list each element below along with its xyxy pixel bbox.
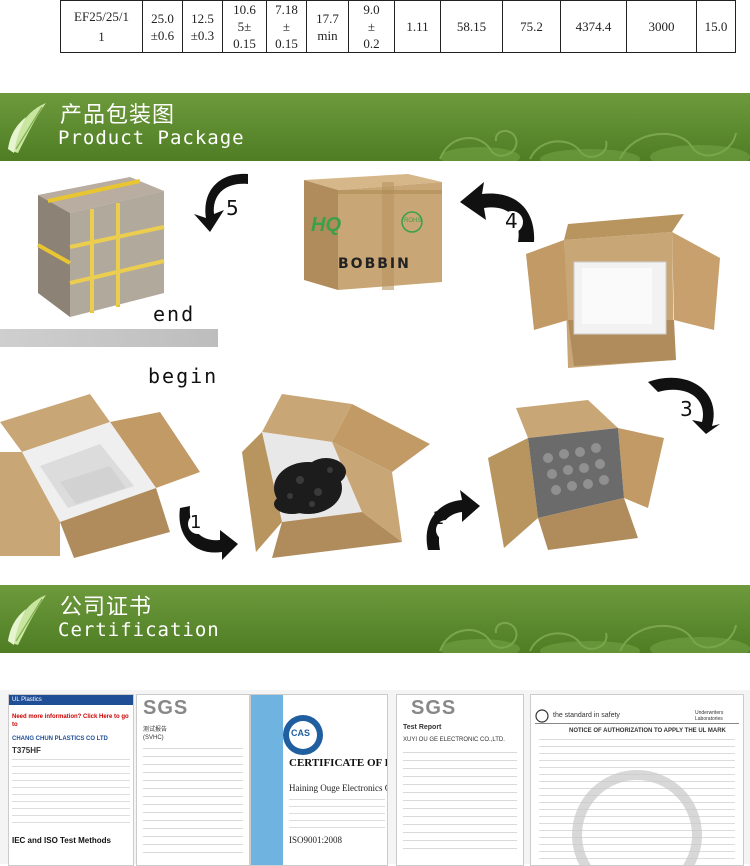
cert-title-cn: 公司证书 <box>60 595 153 620</box>
cert5-lab: Underwriters Laboratories <box>695 710 724 722</box>
spec-c1: 25.0 ±0.6 <box>142 0 183 53</box>
certificate-sgs-test-report[interactable]: SGS Test Report XUYI OU GE ELECTRONIC CO… <box>396 694 524 866</box>
cert4-brand: SGS <box>411 697 457 719</box>
cert3-body <box>289 799 385 829</box>
cert3-company: Haining Ouge Electronics C <box>289 783 388 793</box>
cert5-brand: the standard in safety <box>553 712 620 719</box>
decorative-swirl <box>439 622 750 653</box>
cert5-body <box>539 739 735 859</box>
certificate-sgs-svhc[interactable]: SGS 测试报告 (SVHC) <box>136 694 250 866</box>
end-divider-bar <box>0 329 218 347</box>
certificate-cas-iso[interactable]: CAS CERTIFICATE OF RE Haining Ouge Elect… <box>250 694 388 866</box>
bubble-wrap-box-photo <box>488 400 664 550</box>
spec-c5: 17.7 min <box>306 0 349 53</box>
ul-watermark-icon <box>572 770 702 865</box>
cert1-footer: IEC and ISO Test Methods <box>12 836 111 845</box>
cert1-product: T375HF <box>12 746 41 755</box>
spec-c2: 12.5 ±0.3 <box>182 0 223 53</box>
step-4-number: 4 <box>505 209 518 233</box>
box-brand-label: BOBBIN <box>338 256 411 272</box>
cert2-line2: (SVHC) <box>143 735 164 741</box>
box-logo: HQ <box>311 214 341 236</box>
spec-c12: 15.0 <box>696 0 736 53</box>
spec-c4: 7.18 ± 0.15 <box>266 0 307 53</box>
bobbin-box-photo <box>304 174 442 290</box>
spec-c9: 75.2 <box>502 0 561 53</box>
cert3-iso: ISO9001:2008 <box>289 835 343 845</box>
package-title-cn: 产品包装图 <box>60 103 176 128</box>
cas-badge-icon <box>283 715 323 755</box>
decorative-swirl <box>439 130 750 161</box>
cert5-rule <box>535 723 739 724</box>
spec-c11: 3000 <box>626 0 697 53</box>
cert5-title: NOTICE OF AUTHORIZATION TO APPLY THE UL … <box>569 728 726 734</box>
step-1-number: 1 <box>190 512 202 533</box>
bamboo-leaf-icon <box>8 103 46 153</box>
cert1-table <box>12 759 130 829</box>
spec-table-row: EF25/25/1 1 25.0 ±0.6 12.5 ±0.3 10.6 5± … <box>60 0 736 53</box>
arrow-step-2-icon <box>426 490 480 550</box>
label-end: end <box>153 302 196 326</box>
cert4-body <box>403 752 517 852</box>
box-with-parts-photo <box>242 394 430 558</box>
cert1-need: Need more information? Click Here to go … <box>12 714 129 728</box>
cas-badge-text: CAS <box>291 728 311 738</box>
box-rohs-label: ROHS <box>404 218 422 224</box>
ul-logo-icon <box>535 709 549 723</box>
spec-model: EF25/25/1 1 <box>60 0 143 53</box>
certificate-ul-plastics[interactable]: UL Plastics Need more information? Click… <box>8 694 134 866</box>
arrow-step-1-icon <box>179 506 238 560</box>
certificate-ul-mark[interactable]: the standard in safety Underwriters Labo… <box>530 694 744 866</box>
spec-c7: 1.11 <box>394 0 441 53</box>
label-begin: begin <box>148 364 219 388</box>
bamboo-leaf-icon <box>8 595 46 645</box>
arrow-step-5-icon <box>194 173 248 232</box>
certification-banner: 公司证书 Certification <box>0 585 750 653</box>
cert2-body <box>143 748 243 858</box>
cert4-title: Test Report <box>403 724 442 731</box>
spec-c8: 58.15 <box>440 0 503 53</box>
spec-c3: 10.6 5± 0.15 <box>222 0 267 53</box>
cert3-title: CERTIFICATE OF RE <box>289 757 387 769</box>
product-package-banner: 产品包装图 Product Package <box>0 93 750 161</box>
cert1-brand: UL Plastics <box>9 695 133 705</box>
arrow-step-3-icon <box>648 377 720 434</box>
spec-c10: 4374.4 <box>560 0 627 53</box>
sealed-box-photo <box>37 177 165 317</box>
step-2-number: 2 <box>433 508 445 529</box>
cert-title-en: Certification <box>58 619 220 641</box>
cert2-brand: SGS <box>143 697 189 719</box>
cert2-line1: 测试报告 <box>143 727 168 733</box>
step-3-number: 3 <box>680 397 693 421</box>
empty-open-box-photo <box>0 394 200 558</box>
spec-c6: 9.0 ± 0.2 <box>348 0 395 53</box>
cert4-company: XUYI OU GE ELECTRONIC CO.,LTD. <box>403 737 505 743</box>
package-title-en: Product Package <box>58 127 245 149</box>
cert1-company: CHANG CHUN PLASTICS CO LTD <box>12 736 108 742</box>
arrow-step-4-icon <box>460 182 535 242</box>
step-5-number: 5 <box>226 196 239 220</box>
open-box-foam-photo <box>526 214 720 368</box>
